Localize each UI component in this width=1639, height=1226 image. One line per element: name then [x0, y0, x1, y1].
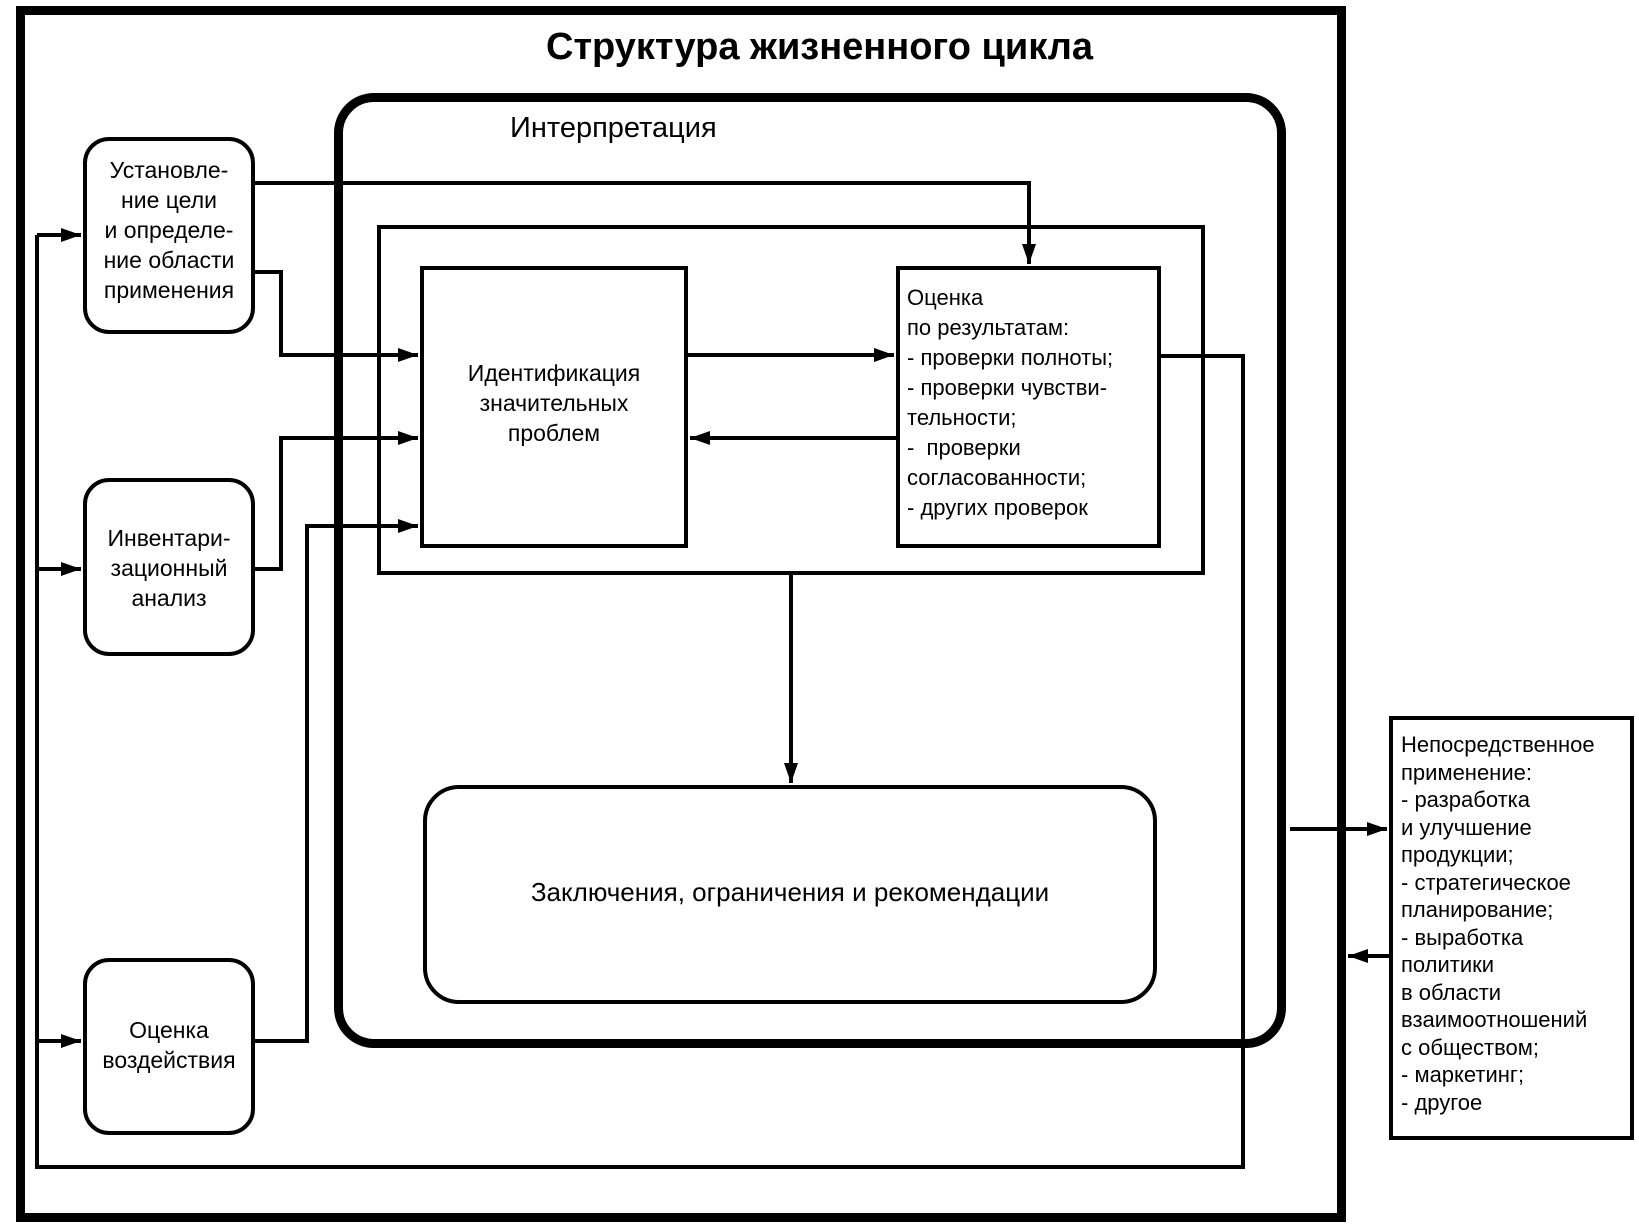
- analysis-group-box: [377, 225, 1205, 575]
- conclusions-box: [423, 785, 1157, 1004]
- interpretation-label: Интерпретация: [510, 112, 717, 144]
- applications-text: Непосредственное применение: - разработк…: [1401, 732, 1595, 1115]
- conclusions-text: Заключения, ограничения и рекомендации: [530, 877, 1050, 907]
- impact-assessment-text: Оценка воздействия: [102, 1017, 236, 1073]
- arrow-goal-to-evaluation: [255, 181, 1036, 264]
- evaluation-text: Оценка по результатам: - проверки полнот…: [907, 285, 1114, 520]
- goal-scope-text: Установле- ние цели и определе- ние обла…: [103, 157, 235, 303]
- identification-text: Идентификация значительных проблем: [467, 360, 641, 446]
- applications-box: [1389, 716, 1634, 1140]
- arrow-goal-to-identification: [255, 270, 418, 362]
- evaluation-box: [896, 266, 1161, 548]
- inventory-analysis-box: [83, 478, 255, 656]
- identification-box: [420, 266, 688, 548]
- feedback-loop-line: [35, 235, 1245, 1169]
- diagram-title: Структура жизненного цикла: [546, 26, 1093, 68]
- interpretation-box: [334, 93, 1286, 1048]
- goal-scope-box: [83, 137, 255, 334]
- arrow-inventory-to-identification: [255, 431, 418, 571]
- life-cycle-frame: [16, 6, 1346, 1222]
- inventory-analysis-text: Инвентари- зационный анализ: [107, 525, 231, 611]
- arrow-impact-to-identification: [255, 519, 418, 1043]
- impact-assessment-box: [83, 958, 255, 1135]
